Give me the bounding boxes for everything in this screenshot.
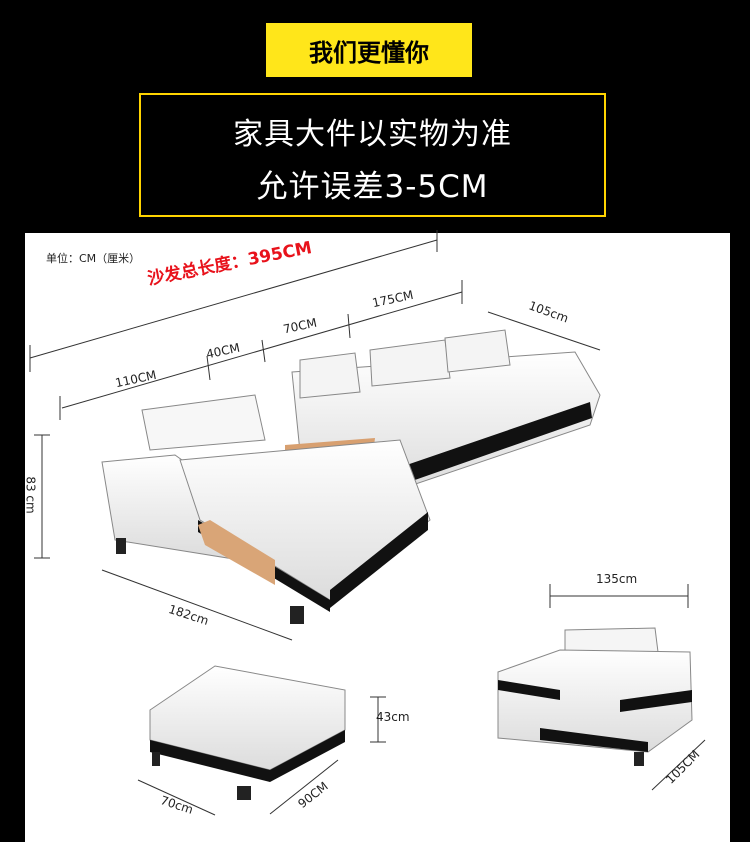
notice-box: 家具大件以实物为准 允许误差3-5CM — [139, 93, 606, 217]
header-badge: 我们更懂你 — [266, 23, 472, 77]
notice-line-1: 家具大件以实物为准 — [233, 117, 512, 152]
dim-135: 135cm — [596, 572, 638, 586]
unit-label: 单位：CM（厘米） — [46, 252, 141, 265]
sectional-sofa — [101, 329, 601, 624]
armchair — [497, 627, 693, 766]
notice-line-2: 允许误差3-5CM — [256, 169, 489, 205]
dim-83: 83 cm — [23, 476, 38, 514]
dim-43: 43cm — [376, 710, 410, 724]
ottoman — [149, 665, 346, 800]
dimension-lines — [29, 230, 706, 816]
